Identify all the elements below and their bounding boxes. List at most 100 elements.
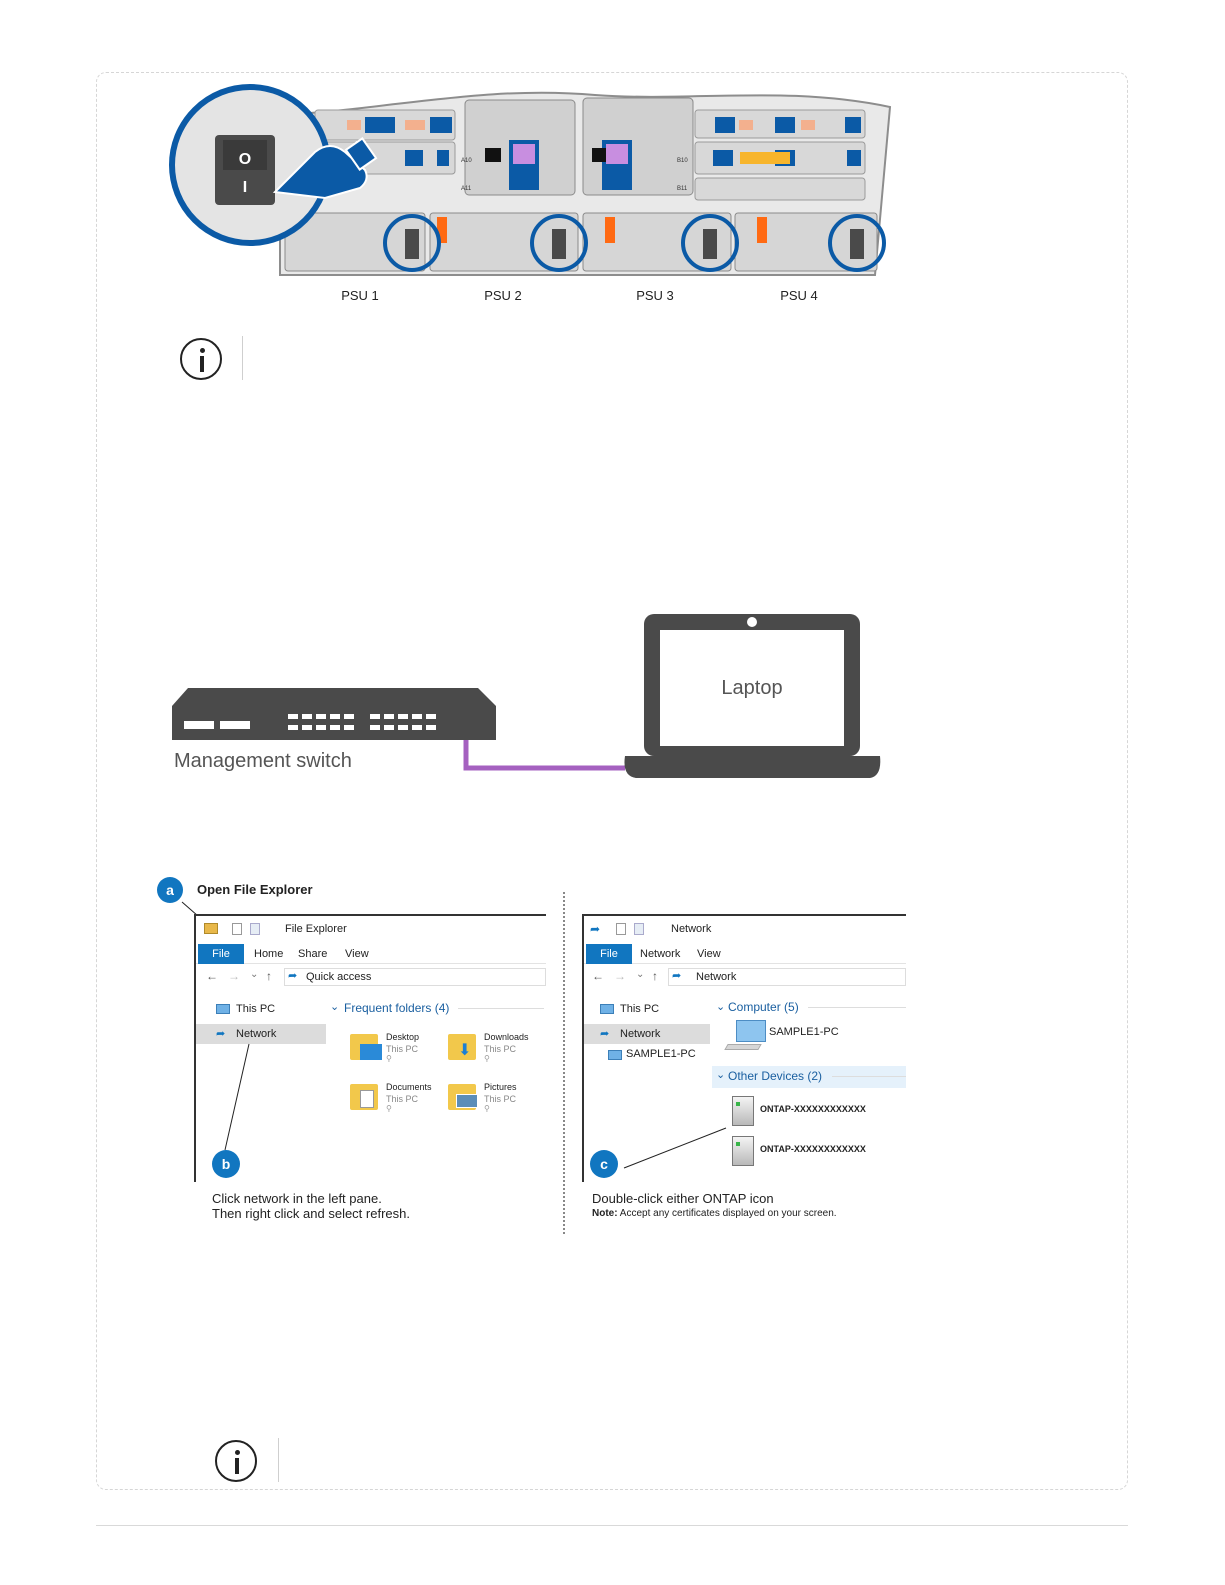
panel-divider <box>563 892 565 1234</box>
pin-icon: ⚲ <box>386 1054 392 1063</box>
nav-pane: This PC ➦ Network <box>196 994 326 1182</box>
nav-this-pc[interactable]: This PC <box>620 1003 660 1015</box>
computer-item[interactable]: SAMPLE1-PC <box>769 1026 839 1038</box>
step-c-line-1: Double-click either ONTAP icon <box>592 1191 774 1206</box>
switch-on-symbol: I <box>243 179 247 196</box>
ribbon-file-tab[interactable]: File <box>586 944 632 964</box>
nav-sample-pc[interactable]: SAMPLE1-PC <box>626 1048 696 1060</box>
properties-icon <box>232 923 242 935</box>
properties-icon <box>616 923 626 935</box>
network-cable <box>463 738 625 771</box>
switch-icon <box>172 688 496 740</box>
network-window: ➦ Network File Network View ← → ⌄ ↑ ➦ Ne… <box>582 914 906 1182</box>
pointer-line <box>623 1127 727 1169</box>
content-frame <box>96 72 1128 1490</box>
laptop-icon <box>624 614 881 778</box>
window-title: File Explorer <box>285 923 347 935</box>
folder-name: Desktop <box>386 1032 420 1042</box>
storage-device-icon <box>732 1136 754 1166</box>
switch-label: Management switch <box>174 750 352 772</box>
step-b-line-2: Then right click and select refresh. <box>212 1206 410 1221</box>
psu-3-label: PSU 3 <box>636 288 674 303</box>
network-diagram: Management switch Laptop <box>172 614 881 778</box>
folder-name: Pictures <box>484 1082 517 1092</box>
other-devices-row[interactable] <box>712 1066 906 1088</box>
slot-label: A11 <box>461 186 472 192</box>
network-icon: ➦ <box>672 970 682 982</box>
info-icon <box>180 338 222 380</box>
address-bar[interactable] <box>284 968 546 986</box>
step-b-line-1: Click network in the left pane. <box>212 1191 382 1206</box>
nav-network-row[interactable] <box>196 1024 326 1044</box>
this-pc-icon <box>600 1004 614 1014</box>
address-bar[interactable] <box>668 968 906 986</box>
step-a-badge: a <box>157 877 183 903</box>
laptop-label: Laptop <box>721 677 782 699</box>
nav-network-row[interactable] <box>584 1024 710 1044</box>
footer-rule <box>96 1525 1128 1526</box>
ribbon-share-tab[interactable]: Share <box>298 948 328 960</box>
group-chevron-icon: ⌄ <box>716 1001 726 1013</box>
folder-name: Documents <box>386 1082 432 1092</box>
svg-text:a: a <box>166 882 174 898</box>
ribbon-home-tab[interactable]: Home <box>254 948 284 960</box>
note-divider <box>242 336 243 380</box>
network-icon: ➦ <box>216 1028 226 1040</box>
recent-chevron-icon[interactable]: ⌄ <box>636 969 645 980</box>
folder-tile[interactable]: Desktop This PC ⚲ <box>350 1030 440 1070</box>
back-arrow-icon[interactable]: ← <box>592 969 604 983</box>
pin-icon: ⚲ <box>484 1104 490 1113</box>
new-folder-icon <box>634 923 644 935</box>
psu-4-label: PSU 4 <box>780 288 818 303</box>
ribbon-view-tab[interactable]: View <box>697 948 721 960</box>
slot-label: B11 <box>677 186 688 192</box>
forward-arrow-icon[interactable]: → <box>228 969 240 983</box>
svg-text:c: c <box>600 1156 608 1172</box>
up-arrow-icon[interactable]: ↑ <box>266 969 272 983</box>
quick-access-icon: ➦ <box>288 970 298 982</box>
address-text: Quick access <box>306 971 372 983</box>
group-chevron-icon: ⌄ <box>330 1001 340 1013</box>
up-arrow-icon[interactable]: ↑ <box>652 969 658 983</box>
folder-tile[interactable]: ⬇ Downloads This PC ⚲ <box>448 1030 544 1070</box>
ribbon-view-tab[interactable]: View <box>345 948 369 960</box>
step-b-badge: b <box>212 1150 240 1178</box>
recent-chevron-icon[interactable]: ⌄ <box>250 969 259 980</box>
nav-network[interactable]: Network <box>620 1028 661 1040</box>
ontap-device-item[interactable]: ONTAP-XXXXXXXXXXXX <box>726 1096 906 1130</box>
device-name: ONTAP-XXXXXXXXXXXX <box>760 1104 866 1114</box>
note-text: Accept any certificates displayed on you… <box>617 1208 837 1219</box>
folder-location: This PC <box>386 1044 419 1054</box>
folder-tile[interactable]: Pictures This PC ⚲ <box>448 1080 544 1120</box>
other-devices-heading[interactable]: Other Devices (2) <box>728 1069 823 1083</box>
ribbon-network-tab[interactable]: Network <box>640 948 681 960</box>
storage-device-icon <box>732 1096 754 1126</box>
frequent-folders-heading[interactable]: Frequent folders (4) <box>344 1001 450 1015</box>
folder-location: This PC <box>484 1094 517 1104</box>
computer-group-heading[interactable]: Computer (5) <box>728 1000 799 1014</box>
address-text: Network <box>696 971 737 983</box>
nav-this-pc[interactable]: This PC <box>236 1003 276 1015</box>
folder-tile[interactable]: Documents This PC ⚲ <box>350 1080 440 1120</box>
folder-icon <box>204 923 218 934</box>
folder-location: This PC <box>484 1044 517 1054</box>
forward-arrow-icon[interactable]: → <box>614 969 626 983</box>
note-divider <box>278 1438 279 1482</box>
pin-icon: ⚲ <box>386 1104 392 1113</box>
ontap-device-item[interactable]: ONTAP-XXXXXXXXXXXX <box>726 1136 906 1170</box>
step-a-title: Open File Explorer <box>197 882 313 897</box>
psu-1-label: PSU 1 <box>341 288 379 303</box>
ribbon-file-tab[interactable]: File <box>198 944 244 964</box>
nav-network[interactable]: Network <box>236 1028 277 1040</box>
device-name: ONTAP-XXXXXXXXXXXX <box>760 1144 866 1154</box>
switch-off-symbol: O <box>239 151 251 168</box>
pointing-hand-icon <box>272 145 368 200</box>
svg-text:b: b <box>222 1156 231 1172</box>
info-icon <box>215 1440 257 1482</box>
network-icon: ➦ <box>590 922 601 936</box>
downloads-folder-icon <box>448 1034 476 1060</box>
folder-name: Downloads <box>484 1032 529 1042</box>
back-arrow-icon[interactable]: ← <box>206 969 218 983</box>
content-pane: ⌄ Computer (5) SAMPLE1-PC ⌄ Other Device… <box>712 994 906 1182</box>
folder-location: This PC <box>386 1094 419 1104</box>
